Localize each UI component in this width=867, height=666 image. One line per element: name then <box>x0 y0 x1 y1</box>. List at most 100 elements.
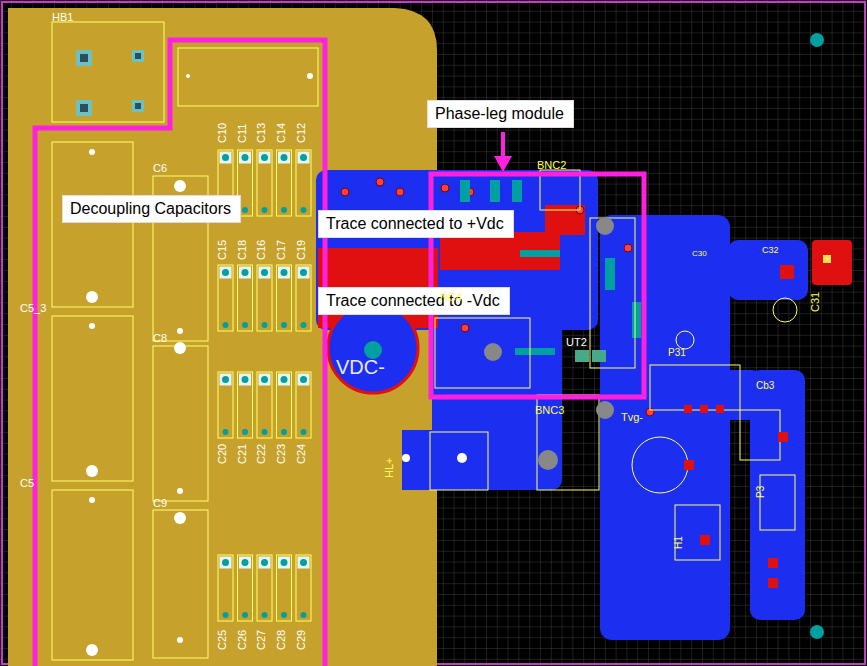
silkscreen-label: C32 <box>762 246 779 255</box>
pad-hole <box>222 269 229 276</box>
capacitor-pad <box>220 152 232 164</box>
silkscreen-label: Tvg- <box>621 412 643 423</box>
silkscreen-label: P31 <box>668 348 686 358</box>
capacitor-pad <box>298 557 310 569</box>
pad-hole <box>300 376 307 383</box>
silkscreen-label: C25 <box>217 630 228 650</box>
capacitor-pad <box>262 322 268 328</box>
capacitor-pad <box>262 429 268 435</box>
capacitor-pad <box>281 322 287 328</box>
capacitor-outline <box>257 150 272 216</box>
silkscreen-label: C9 <box>153 498 167 509</box>
pad-hole <box>222 154 229 161</box>
silkscreen-label: C22 <box>256 444 267 464</box>
silkscreen-label: C15 <box>217 240 228 260</box>
silkscreen-label: C8 <box>153 333 167 344</box>
capacitor-pad <box>281 207 287 213</box>
callout-box: Trace connected to -Vdc <box>318 287 510 315</box>
callout-box: Decoupling Capacitors <box>62 195 241 223</box>
silkscreen-label: HB1 <box>52 12 73 23</box>
capacitor-pad <box>301 322 307 328</box>
capacitor-pad <box>239 557 251 569</box>
silkscreen-label: VDC- <box>336 357 385 377</box>
pad-hole <box>242 269 249 276</box>
capacitor-pad <box>220 267 232 279</box>
capacitor-pad <box>223 429 229 435</box>
silkscreen-label: C10 <box>217 123 228 143</box>
capacitor-outline <box>296 555 311 621</box>
capacitor-pad <box>259 152 271 164</box>
callout-text: Phase-leg module <box>435 104 566 124</box>
capacitor-outline <box>257 372 272 438</box>
capacitor-pad <box>278 267 290 279</box>
silkscreen-label: C20 <box>217 444 228 464</box>
silkscreen-label: C24 <box>296 444 307 464</box>
silkscreen-label: C17 <box>276 240 287 260</box>
pad-hole <box>222 376 229 383</box>
silkscreen-label: BNC3 <box>535 405 564 416</box>
callout-box: Phase-leg module <box>427 100 574 128</box>
capacitor-pad <box>259 374 271 386</box>
capacitor-outline <box>257 265 272 331</box>
capacitor-pad <box>298 267 310 279</box>
capacitor-outline <box>238 372 253 438</box>
capacitor-pad <box>242 322 248 328</box>
pad-hole <box>281 154 288 161</box>
capacitor-outline <box>296 150 311 216</box>
capacitor-outline <box>277 372 292 438</box>
capacitor-pad <box>301 207 307 213</box>
pad-hole <box>300 154 307 161</box>
capacitor-pad <box>262 207 268 213</box>
silkscreen-label: C13 <box>256 123 267 143</box>
capacitor-outline <box>218 372 233 438</box>
capacitor-pad <box>242 429 248 435</box>
pad-hole <box>281 559 288 566</box>
capacitor-pad <box>220 374 232 386</box>
pad-hole <box>242 376 249 383</box>
capacitor-pad <box>281 429 287 435</box>
silkscreen-label: H1 <box>674 536 684 549</box>
silkscreen-label: C31 <box>810 292 821 312</box>
capacitor-pad <box>220 557 232 569</box>
capacitor-outline <box>257 555 272 621</box>
pad-hole <box>261 154 268 161</box>
capacitor-pad <box>242 207 248 213</box>
silkscreen-label: C5 <box>20 478 34 489</box>
silkscreen-label: C12 <box>296 123 307 143</box>
silkscreen-label: C14 <box>276 123 287 143</box>
pad-hole <box>281 376 288 383</box>
capacitor-outline <box>296 372 311 438</box>
capacitor-outline <box>238 555 253 621</box>
capacitor-pad <box>278 557 290 569</box>
pad-hole <box>300 559 307 566</box>
capacitor-outline <box>277 555 292 621</box>
silkscreen-label: C28 <box>276 630 287 650</box>
pad-hole <box>261 376 268 383</box>
capacitor-pad <box>239 152 251 164</box>
silkscreen-label: C26 <box>237 630 248 650</box>
silkscreen-label: C23 <box>276 444 287 464</box>
capacitor-outline <box>296 265 311 331</box>
capacitor-pad <box>262 612 268 618</box>
callout-box: Trace connected to +Vdc <box>318 210 514 238</box>
silkscreen-label: C27 <box>256 630 267 650</box>
silkscreen-label: C19 <box>296 240 307 260</box>
pad-hole <box>261 559 268 566</box>
callout-text: Decoupling Capacitors <box>70 199 233 219</box>
pad-hole <box>281 269 288 276</box>
silkscreen-label: BNC2 <box>537 160 566 171</box>
callout-text: Trace connected to -Vdc <box>326 291 502 311</box>
pad-hole <box>300 269 307 276</box>
silkscreen-label: P3 <box>756 486 766 498</box>
capacitor-pad <box>259 557 271 569</box>
pad-hole <box>242 559 249 566</box>
capacitor-pad <box>239 267 251 279</box>
silkscreen-label: C11 <box>237 124 248 143</box>
capacitor-pad <box>301 612 307 618</box>
capacitor-pad <box>223 322 229 328</box>
capacitor-pad <box>242 612 248 618</box>
silkscreen-label: C18 <box>237 240 248 260</box>
capacitor-pad <box>278 374 290 386</box>
capacitor-pad <box>298 152 310 164</box>
